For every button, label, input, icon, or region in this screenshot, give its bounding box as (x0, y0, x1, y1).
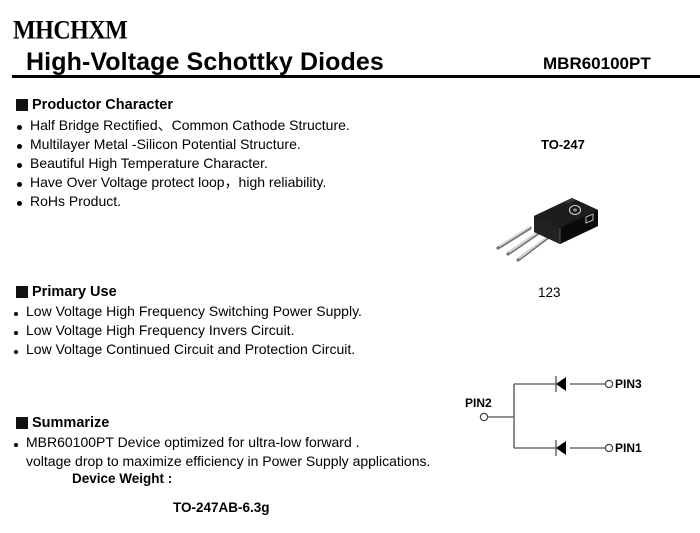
pin-order-label: 123 (538, 285, 561, 300)
page-title: High-Voltage Schottky Diodes (26, 48, 384, 76)
section-heading-text: Summarize (32, 415, 110, 431)
package-label: TO-247 (541, 137, 585, 152)
header-divider (12, 75, 700, 78)
section-heading-primary-use: Primary Use (16, 284, 117, 300)
square-bullet-icon (16, 99, 28, 111)
pin2-terminal-icon (479, 412, 489, 422)
list-item: Beautiful High Temperature Character. (17, 154, 350, 173)
diode-icon (556, 441, 566, 455)
pin1-label: PIN1 (615, 441, 642, 455)
diode-icon (556, 377, 566, 391)
bullet-icon (17, 201, 22, 206)
square-bullet-icon (16, 417, 28, 429)
square-bullet-icon (16, 286, 28, 298)
bullet-icon (17, 144, 22, 149)
device-weight-value: TO-247AB-6.3g (173, 500, 270, 515)
part-number: MBR60100PT (543, 54, 651, 73)
pin1-terminal-icon (604, 443, 614, 453)
productor-character-list: Half Bridge Rectified、Common Cathode Str… (17, 116, 350, 211)
pin3-label: PIN3 (615, 377, 642, 391)
to247-package-icon (496, 198, 598, 262)
primary-use-list: Low Voltage High Frequency Switching Pow… (14, 302, 362, 359)
bullet-icon (14, 443, 18, 447)
list-item: Low Voltage High Frequency Invers Circui… (14, 321, 362, 340)
section-heading-productor-character: Productor Character (16, 97, 173, 113)
bullet-icon (17, 125, 22, 130)
common-cathode-schematic (479, 376, 614, 456)
bullet-icon (17, 163, 22, 168)
list-item: Have Over Voltage protect loop，high reli… (17, 173, 350, 192)
bullet-icon (14, 350, 18, 354)
section-heading-text: Primary Use (32, 284, 117, 300)
pin3-terminal-icon (604, 379, 614, 389)
list-item: Low Voltage High Frequency Switching Pow… (14, 302, 362, 321)
list-item: Low Voltage Continued Circuit and Protec… (14, 340, 362, 359)
summary-line-1: MBR60100PT Device optimized for ultra-lo… (14, 433, 430, 452)
section-heading-summarize: Summarize (16, 415, 109, 431)
brand-logo: MHCHXM (13, 17, 128, 46)
section-heading-text: Productor Character (32, 97, 174, 113)
summary-text: MBR60100PT Device optimized for ultra-lo… (14, 433, 430, 471)
list-item: Multilayer Metal -Silicon Potential Stru… (17, 135, 350, 154)
device-weight-label: Device Weight : (72, 471, 173, 486)
bullet-icon (14, 331, 18, 335)
bullet-icon (17, 182, 22, 187)
bullet-icon (14, 312, 18, 316)
pin2-label: PIN2 (465, 396, 492, 410)
list-item: RoHs Product. (17, 192, 350, 211)
list-item: Half Bridge Rectified、Common Cathode Str… (17, 116, 350, 135)
summary-line-2: voltage drop to maximize efficiency in P… (26, 453, 431, 469)
